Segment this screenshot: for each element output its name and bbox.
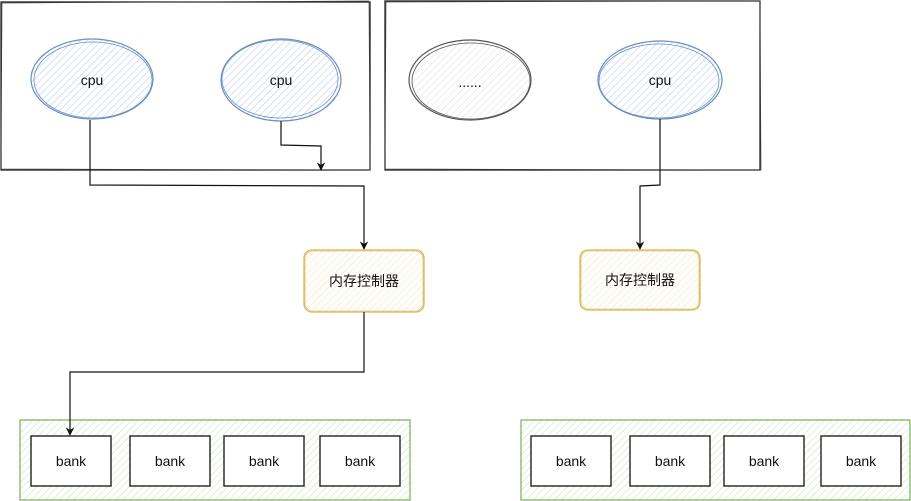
cpu-node[interactable] [597,40,723,120]
bank-1-1[interactable] [30,435,112,487]
cpu-node[interactable] [30,38,154,120]
bank-2-2[interactable] [629,435,711,487]
cpu-node[interactable] [220,38,342,122]
bank-1-4[interactable] [319,435,401,487]
bank-1-2[interactable] [129,435,211,487]
bank-1-3[interactable] [223,435,305,487]
bank-2-3[interactable] [723,435,805,487]
placeholder-node[interactable] [408,39,532,121]
memory-controller-1[interactable] [303,249,425,313]
connector-cpu2-to-socket-edge [280,121,326,171]
memory-controller-2[interactable] [579,249,701,311]
bank-2-1[interactable] [530,435,612,487]
connector-cpu1-to-controller [89,120,369,250]
bank-2-4[interactable] [820,435,902,487]
connector-controller-to-bank [65,312,365,436]
connector-cpu4-to-controller [635,119,661,250]
